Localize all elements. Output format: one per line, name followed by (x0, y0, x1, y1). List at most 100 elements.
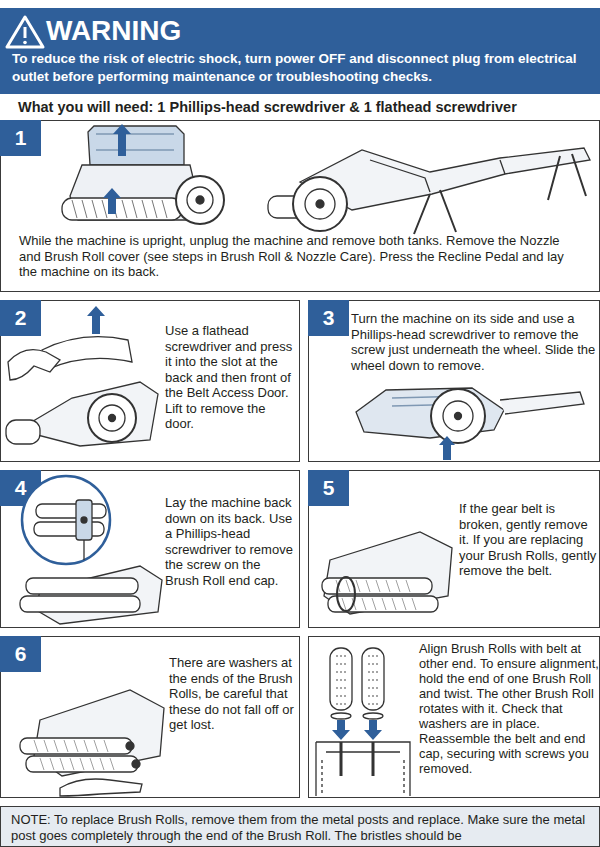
warning-heading: WARNING (46, 16, 546, 46)
alignment-detail (362, 648, 384, 710)
arrow (87, 306, 105, 334)
washer-detail (60, 779, 142, 796)
end-cap-detail (76, 500, 92, 540)
end-cap-detail (20, 476, 162, 624)
step-number: 2 (0, 300, 41, 336)
step-box: Use a flathead screwdriver and press it … (0, 300, 300, 462)
step-number: 6 (0, 636, 41, 672)
belt-removal (322, 532, 452, 614)
alignment-detail (336, 656, 378, 704)
arrow (113, 124, 131, 156)
arrow (332, 720, 350, 740)
arrow (364, 720, 382, 740)
step-number: 3 (308, 300, 349, 336)
wheel-removal (356, 388, 584, 443)
reclined-machine (293, 177, 347, 231)
step-box: If the gear belt is broken, gently remov… (308, 470, 600, 628)
washer-detail (34, 740, 114, 770)
washer-detail (34, 690, 164, 776)
end-cap-detail (36, 504, 106, 518)
door-removal (6, 420, 40, 444)
belt-removal (328, 596, 438, 612)
alignment-detail (341, 742, 373, 776)
warning-banner: WARNING To reduce the risk of electric sh… (0, 8, 600, 94)
step-box: Lay the machine back down on its back. U… (0, 470, 300, 628)
alignment-detail (322, 760, 404, 796)
door-removal (88, 394, 136, 442)
instruction-text: While the machine is upright, unplug the… (19, 233, 584, 280)
alignment-detail (330, 648, 352, 710)
upright-machine (72, 200, 167, 218)
alignment-detail (363, 713, 383, 719)
arrow (439, 436, 455, 460)
reclined-machine (414, 154, 586, 234)
wheel-removal (356, 388, 504, 438)
door-removal (99, 405, 125, 431)
door-removal (42, 337, 132, 370)
reclined-machine (316, 200, 324, 208)
upright-machine (196, 196, 204, 204)
step-box: Turn the machine on its side and use a P… (308, 300, 600, 462)
instruction-text: NOTE: To replace Brush Rolls, remove the… (11, 812, 593, 843)
step-box: While the machine is upright, unplug the… (0, 120, 600, 292)
note-box: NOTE: To replace Brush Rolls, remove the… (0, 806, 600, 847)
washer-detail (20, 690, 164, 796)
end-cap-detail (20, 596, 140, 612)
reclined-machine (268, 196, 308, 218)
instruction-text: Use a flathead screwdriver and press it … (165, 323, 297, 432)
instruction-text: Align Brush Rolls with belt at other end… (419, 641, 599, 776)
instruction-text: Turn the machine on its side and use a P… (351, 311, 597, 373)
washer-detail (132, 760, 140, 768)
step-box: There are washers at the ends of the Bru… (0, 636, 300, 798)
reclined-machine (305, 189, 335, 219)
tools-note: What you will need: 1 Phillips-head scre… (18, 98, 593, 116)
belt-removal (322, 578, 432, 594)
belt-removal (336, 580, 416, 610)
door-removal (109, 415, 116, 422)
door-removal (8, 350, 60, 380)
upright-machine (96, 134, 174, 150)
reclined-machine (268, 148, 590, 234)
upright-machine (187, 187, 213, 213)
upright-machine (176, 176, 224, 224)
alignment-detail (316, 742, 410, 796)
wheel-removal (443, 401, 473, 431)
instruction-text: To reduce the risk of electric shock, tu… (12, 50, 592, 86)
arrow (332, 720, 382, 740)
instruction-text: There are washers at the ends of the Bru… (169, 655, 297, 733)
washer-detail (26, 756, 138, 772)
door-removal (18, 382, 158, 446)
washer-detail (126, 742, 134, 750)
arrow (103, 124, 131, 214)
belt-removal (337, 577, 355, 611)
instruction-text: Lay the machine back down on its back. U… (165, 495, 297, 588)
wheel-removal (455, 413, 462, 420)
end-cap-detail (34, 522, 104, 536)
end-cap-detail (83, 540, 84, 560)
callout-number: 3 (308, 300, 349, 336)
arrow (87, 306, 105, 334)
wheel-removal (392, 396, 470, 406)
belt-removal (324, 532, 452, 614)
step-number: 5 (308, 470, 349, 506)
wheel-removal (431, 389, 485, 443)
step-number: 1 (0, 120, 41, 156)
step-number: 4 (0, 470, 41, 506)
wheel-removal (500, 392, 584, 414)
reclined-machine (300, 148, 590, 210)
reclined-machine (370, 160, 505, 192)
upright-machine (70, 165, 196, 220)
arrow (439, 436, 455, 460)
step-box: Align Brush Rolls with belt at other end… (308, 636, 600, 798)
callout-number: 6 (0, 636, 41, 672)
end-cap-detail (26, 578, 138, 594)
callout-number: 5 (308, 470, 349, 506)
door-removal (6, 337, 158, 446)
callout-number: 2 (0, 300, 41, 336)
instruction-text: If the gear belt is broken, gently remov… (459, 501, 597, 579)
end-cap-detail (36, 566, 162, 624)
alignment-detail (331, 713, 351, 719)
washer-detail (20, 738, 132, 754)
callout-number: 1 (0, 120, 41, 156)
arrow (103, 188, 121, 214)
